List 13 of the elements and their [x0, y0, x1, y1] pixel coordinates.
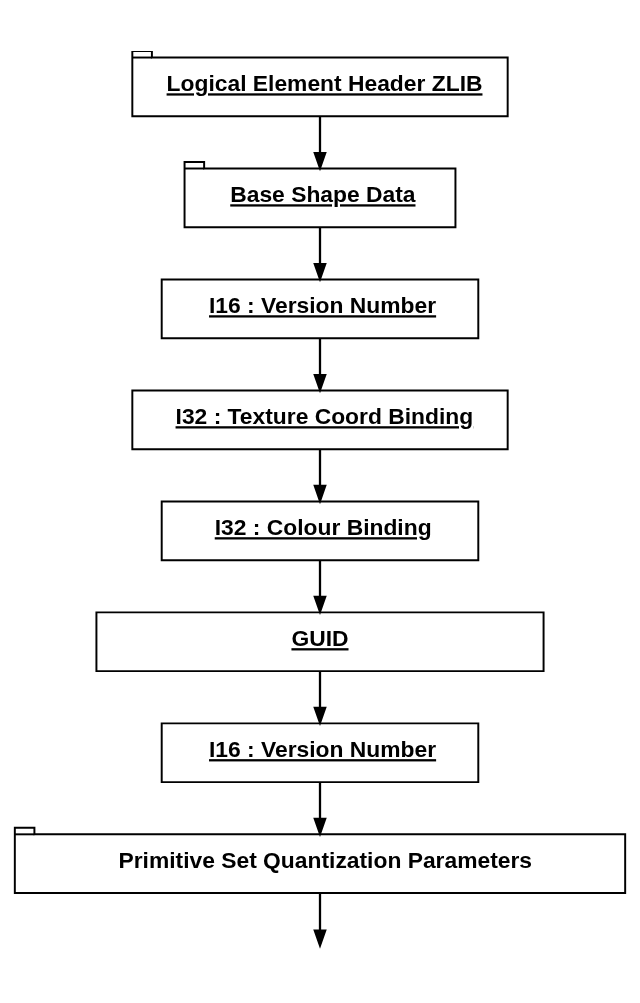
arrow — [313, 227, 327, 282]
arrow — [313, 782, 327, 837]
node-box: GUID — [95, 610, 545, 672]
arrow — [313, 892, 327, 949]
node-box: I16 : Version Number — [160, 278, 480, 339]
arrow — [313, 338, 327, 393]
node-box: I32 : Colour Binding — [160, 499, 480, 561]
arrow — [313, 449, 327, 504]
node-box: I16 : Version Number — [160, 721, 480, 783]
arrow — [313, 116, 327, 171]
arrow — [313, 671, 327, 726]
node-box: I32 : Texture Coord Binding — [131, 388, 509, 450]
arrow — [313, 560, 327, 615]
